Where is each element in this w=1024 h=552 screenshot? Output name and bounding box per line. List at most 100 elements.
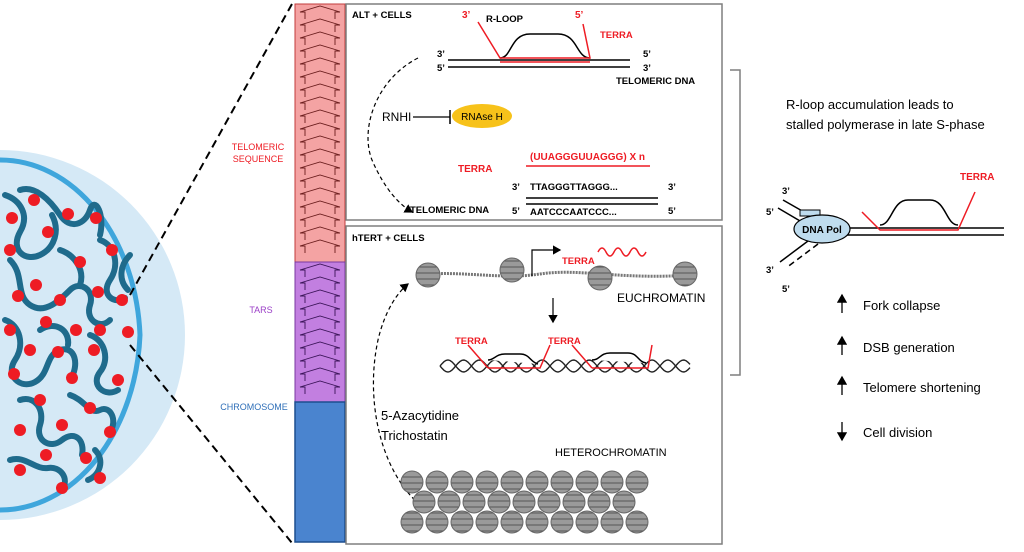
heterochromatin-nucleosome (562, 490, 586, 514)
htert-header: hTERT + CELLS (352, 233, 425, 244)
label-telomeric-sequence-1: TELOMERIC (232, 142, 285, 152)
heterochromatin-nucleosome (600, 470, 624, 494)
heterochromatin-nucleosome (575, 510, 599, 534)
zoom-line-top (129, 3, 293, 296)
telomeric-repeat-chevron (299, 200, 341, 214)
terra-rna-top (477, 21, 591, 59)
telomeric-repeat-chevron (299, 70, 341, 84)
strand-5prime-left: 5’ (437, 63, 445, 74)
chromosome-bar (294, 3, 346, 543)
heterochromatin-nucleosome (425, 510, 449, 534)
telomeric-repeat-chevron (299, 18, 341, 32)
tars-repeat-chevron (299, 276, 341, 290)
tars-repeat-chevron (299, 354, 341, 368)
caption-line-1: R-loop accumulation leads to (786, 97, 954, 112)
htert-cells-panel: hTERT + CELLS TERRA EUCHROMATIN TERRA TE… (345, 225, 723, 545)
nucleosome (672, 261, 698, 287)
heterochromatin-nucleosome (475, 470, 499, 494)
euchromatin-fiber (419, 270, 691, 278)
telomeric-repeat-chevron (299, 44, 341, 58)
terra-label-htert: TERRA (562, 256, 595, 267)
telomeric-repeat-chevron (299, 122, 341, 136)
tars-repeat-chevron (299, 302, 341, 316)
telomeric-dna-label-lower: TELOMERIC DNA (410, 205, 489, 216)
heterochromatin-nucleosome (400, 470, 424, 494)
fork-3prime-top: 3’ (782, 186, 790, 197)
telomeric-repeat-chevron (299, 187, 341, 201)
heterochromatin-nucleosome (525, 510, 549, 534)
fork-5prime-top: 5’ (766, 207, 774, 218)
heterochromatin-cluster (400, 470, 649, 534)
heterochromatin-nucleosome (450, 470, 474, 494)
tars-repeat-chevron (299, 380, 341, 394)
telomeric-repeat-chevron (299, 83, 341, 97)
heterochromatin-nucleosome (400, 510, 424, 534)
nucleosome (415, 262, 441, 288)
drug-trichostatin: Trichostatin (381, 428, 448, 443)
rnase-h-ellipse (452, 104, 512, 128)
heterochromatin-nucleosome (487, 490, 511, 514)
label-telomeric-sequence-2: SEQUENCE (233, 154, 284, 164)
terra-sequence: (UUAGGGUUAGGG) X n (530, 152, 645, 163)
dna-pol-label: DNA Pol (802, 225, 842, 236)
heterochromatin-nucleosome (537, 490, 561, 514)
nucleosome (499, 257, 525, 283)
rloop-5prime: 5’ (575, 10, 584, 21)
dna-pol-ellipse (793, 214, 851, 244)
telomeric-repeat-chevron (299, 57, 341, 71)
fork-5prime-bottom: 5’ (782, 284, 790, 295)
terra-label-lower: TERRA (458, 164, 492, 175)
zoom-line-bottom (129, 344, 293, 544)
heterochromatin-nucleosome (550, 470, 574, 494)
heterochromatin-nucleosome (625, 510, 649, 534)
fork-terra-label: TERRA (960, 172, 994, 183)
terra-transcript-squiggle (597, 247, 647, 257)
r-loop-left (487, 353, 539, 365)
caption-line-2: stalled polymerase in late S-phase (786, 117, 985, 132)
nucleosome (587, 265, 613, 291)
telomeric-repeat-chevron (299, 109, 341, 123)
telomeric-repeat-arrows (299, 5, 341, 253)
heterochromatin-nucleosome (425, 470, 449, 494)
alt-cells-panel: ALT + CELLS R-LOOP 3’ 5’ TERRA 3’ 5’ 5’ … (345, 3, 723, 221)
transcription-arrow (531, 245, 562, 276)
tars-repeat-chevron (299, 315, 341, 329)
heterochromatin-label: HETEROCHROMATIN (555, 447, 667, 459)
terra-label-left: TERRA (455, 336, 488, 347)
heterochromatin-nucleosome (612, 490, 636, 514)
alt-curved-arrow (367, 57, 419, 213)
heterochromatin-nucleosome (525, 470, 549, 494)
heterochromatin-nucleosome (462, 490, 486, 514)
heterochromatin-nucleosome (412, 490, 436, 514)
heterochromatin-nucleosome (500, 510, 524, 534)
label-tars: TARS (249, 305, 272, 315)
tars-repeat-chevron (299, 367, 341, 381)
tars-repeat-chevron (299, 341, 341, 355)
heterochromatin-nucleosome (550, 510, 574, 534)
effect-label: Cell division (863, 425, 932, 440)
telomeric-repeat-chevron (299, 239, 341, 253)
htert-curved-arrow (372, 283, 421, 506)
bracket (730, 69, 741, 376)
fork-terra (861, 191, 976, 231)
telomeric-repeat-chevron (299, 226, 341, 240)
strand-3prime-right: 3’ (643, 63, 651, 74)
r-loop-label: R-LOOP (486, 14, 524, 25)
tars-repeat-arrows (299, 263, 341, 394)
telomere-dots (4, 194, 134, 494)
telomeric-repeat-chevron (299, 148, 341, 162)
telomeric-repeat-chevron (299, 161, 341, 175)
label-chromosome: CHROMOSOME (220, 402, 288, 412)
telomeric-dna-label-top: TELOMERIC DNA (616, 76, 695, 87)
lower-3prime-right: 3’ (668, 182, 676, 193)
tars-repeat-chevron (299, 289, 341, 303)
lower-5prime-right: 5’ (668, 206, 676, 217)
effect-label: DSB generation (863, 340, 955, 355)
fork-r-loop (879, 199, 959, 226)
nucleus (0, 150, 185, 520)
r-loop-right (591, 352, 647, 364)
effect-label: Telomere shortening (863, 380, 981, 395)
heterochromatin-nucleosome (500, 470, 524, 494)
telomeric-repeat-chevron (299, 5, 341, 19)
